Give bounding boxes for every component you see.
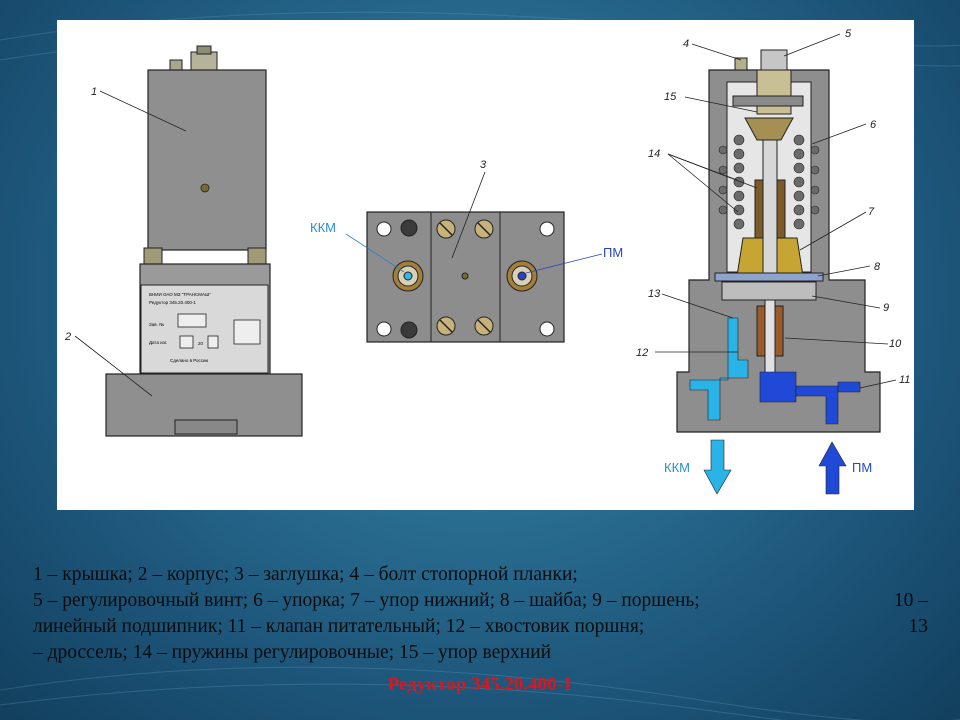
nameplate-year: 20 — [198, 341, 204, 346]
section-view: ККМ ПМ 4 5 15 6 14 7 8 13 9 12 10 — [636, 28, 910, 495]
label-11: 11 — [899, 374, 910, 386]
nameplate-maker: ВНИИ ОАО МЗ "ТРАНСМАШ" — [149, 292, 211, 297]
label-3: 3 — [480, 159, 487, 171]
legend-text-end: 10 – — [893, 590, 928, 611]
legend-line-2: 5 – регулировочный винт; 6 – упорка; 7 –… — [33, 588, 928, 614]
label-12: 12 — [636, 347, 648, 359]
label-9: 9 — [883, 302, 889, 314]
label-14: 14 — [648, 148, 660, 160]
label-7: 7 — [868, 206, 875, 218]
label-5: 5 — [845, 28, 852, 40]
nameplate-model: Редуктор 345.20.400-1 — [149, 300, 196, 305]
port-pm-label: ПМ — [603, 245, 623, 260]
nameplate-origin: Сделано в России — [170, 358, 209, 363]
port-kkm-label: ККМ — [310, 220, 336, 235]
external-view: ВНИИ ОАО МЗ "ТРАНСМАШ" Редуктор 345.20.4… — [64, 45, 303, 437]
reducer-drawings: ВНИИ ОАО МЗ "ТРАНСМАШ" Редуктор 345.20.4… — [64, 28, 910, 495]
label-10: 10 — [889, 338, 902, 350]
legend-text: 5 – регулировочный винт; 6 – упорка; 7 –… — [33, 590, 700, 611]
figure-panel: ВНИИ ОАО МЗ "ТРАНСМАШ" Редуктор 345.20.4… — [57, 20, 914, 510]
nameplate-date-label: Дата изг. — [149, 340, 167, 345]
legend-text: – дроссель; 14 – пружины регулировочные;… — [33, 642, 552, 663]
legend-text: линейный подшипник; 11 – клапан питатель… — [33, 616, 645, 637]
label-1: 1 — [91, 86, 97, 98]
slide-title: Редуктор 345.20.400-1 — [387, 674, 573, 695]
legend-line-3: линейный подшипник; 11 – клапан питатель… — [33, 614, 928, 640]
label-15: 15 — [664, 91, 677, 103]
section-pm-label: ПМ — [852, 460, 872, 475]
section-kkm-label: ККМ — [664, 460, 690, 475]
legend-line-1: 1 – крышка; 2 – корпус; 3 – заглушка; 4 … — [33, 562, 928, 588]
label-4: 4 — [683, 38, 689, 50]
arrow-up-icon — [818, 441, 847, 495]
parts-legend: 1 – крышка; 2 – корпус; 3 – заглушка; 4 … — [33, 562, 928, 666]
label-6: 6 — [870, 119, 877, 131]
legend-text: 1 – крышка; 2 – корпус; 3 – заглушка; 4 … — [33, 564, 578, 585]
nameplate-serial-label: Зав. № — [149, 322, 164, 327]
label-8: 8 — [874, 261, 881, 273]
bottom-view: 3 ККМ ПМ — [310, 159, 623, 343]
legend-line-4: – дроссель; 14 – пружины регулировочные;… — [33, 640, 928, 666]
label-13: 13 — [648, 288, 661, 300]
legend-text-end: 13 — [908, 616, 929, 637]
label-2: 2 — [64, 331, 71, 343]
arrow-down-icon — [703, 439, 732, 495]
